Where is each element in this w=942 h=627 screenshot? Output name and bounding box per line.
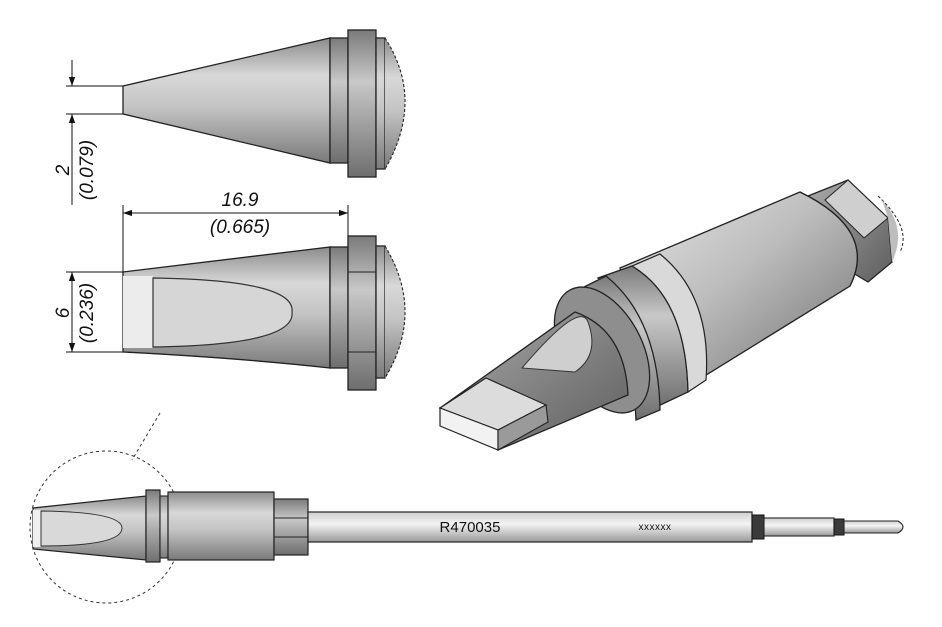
length-inch-label: (0.665) bbox=[210, 217, 270, 238]
part-number-label: R470035 bbox=[440, 519, 501, 536]
length-mm-label: 16.9 bbox=[222, 190, 259, 211]
tip-3d-view bbox=[438, 179, 904, 451]
width-inch-label: (0.236) bbox=[77, 283, 98, 343]
tip-front-view bbox=[122, 235, 406, 391]
thickness-inch-label: (0.079) bbox=[77, 140, 98, 200]
tip-side-view bbox=[122, 29, 406, 178]
width-mm-label: 6 bbox=[53, 307, 74, 318]
thickness-dimension: 2 (0.079) bbox=[53, 60, 123, 205]
length-dimension: 16.9 (0.665) bbox=[122, 190, 349, 272]
cartridge-view: R470035 xxxxxx bbox=[29, 412, 904, 604]
thickness-mm-label: 2 bbox=[53, 164, 74, 176]
width-dimension: 6 (0.236) bbox=[53, 271, 123, 353]
cartridge-code-label: xxxxxx bbox=[639, 522, 672, 533]
